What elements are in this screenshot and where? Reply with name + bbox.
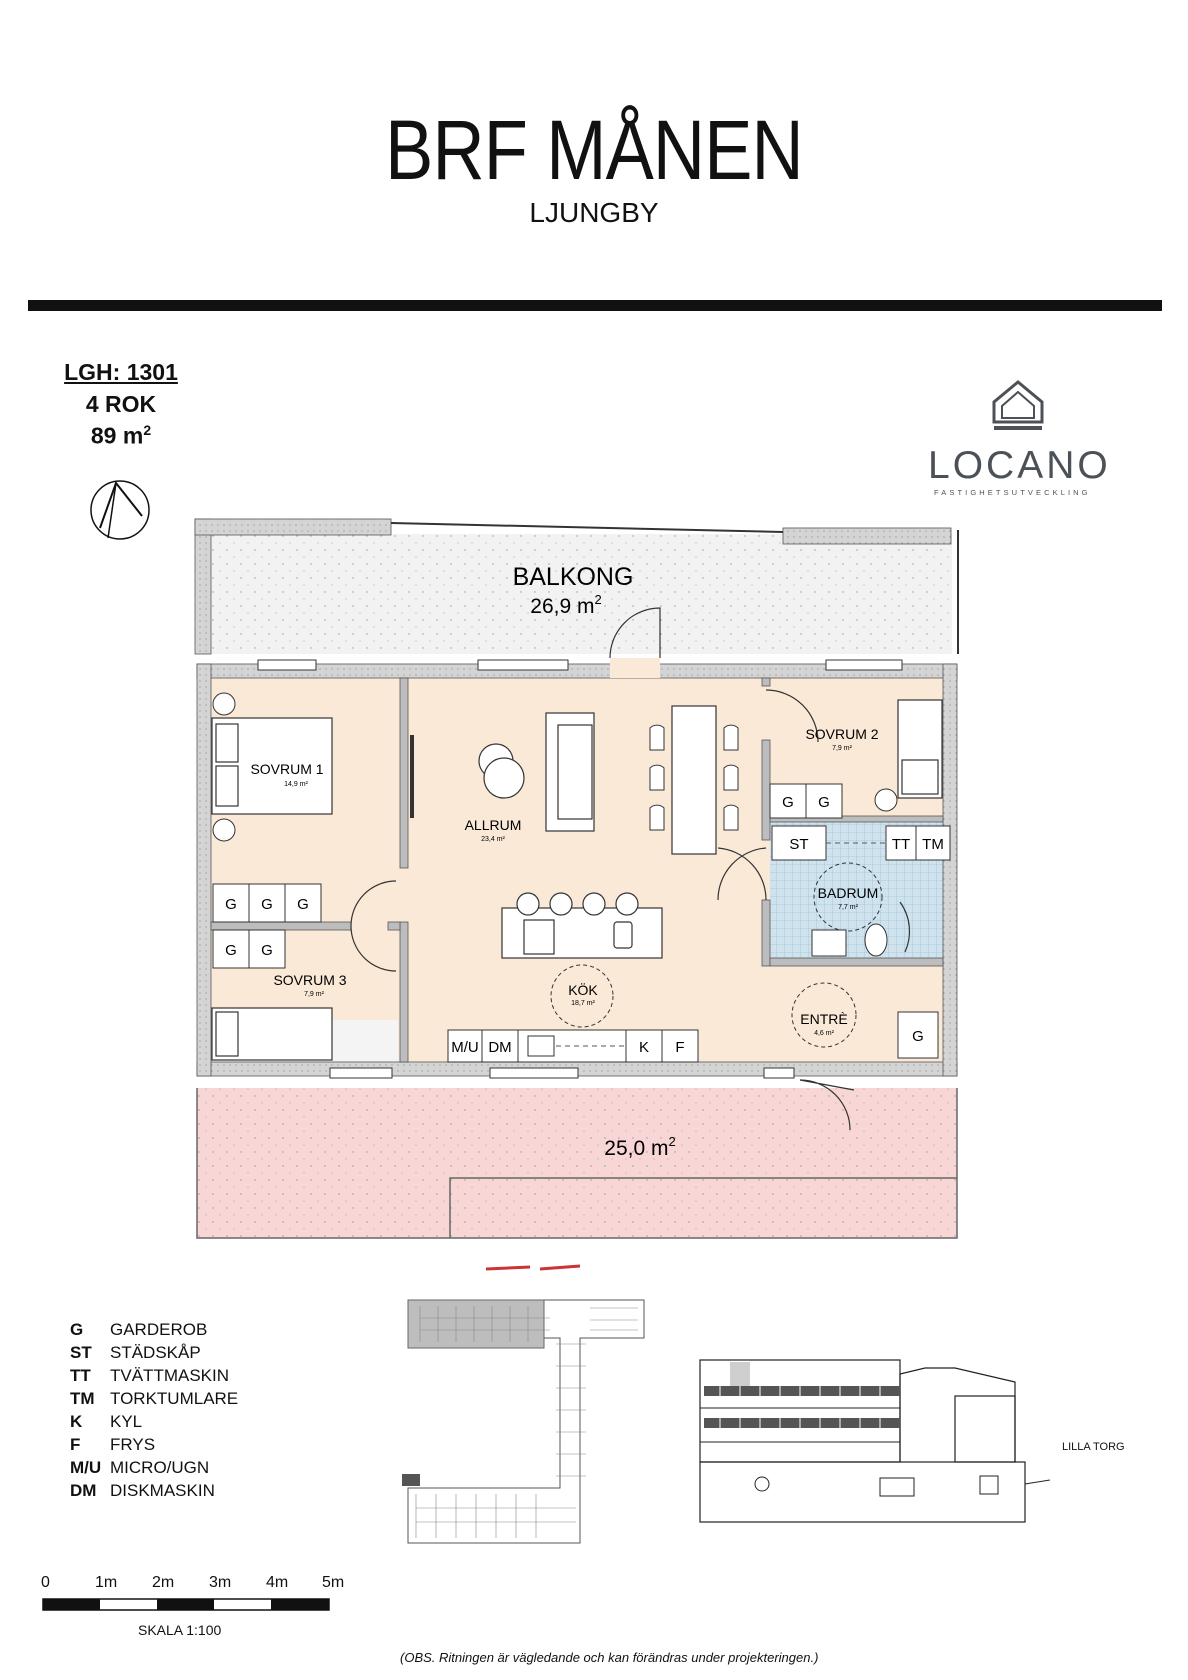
- room-area-badrum: 7,7 m²: [838, 904, 859, 911]
- scale-label: 2m: [152, 1574, 175, 1591]
- fixture-g: G: [225, 942, 237, 959]
- scale-label: 1m: [95, 1574, 118, 1591]
- room-area-sovrum-3: 7,9 m²: [304, 991, 325, 998]
- fixture-g: G: [261, 942, 273, 959]
- room-label-sovrum-3: SOVRUM 3: [273, 972, 346, 988]
- floor-plan: G G G G G G G G ST TT TM: [194, 518, 959, 1239]
- fixture-g: G: [297, 896, 309, 913]
- room-area-sovrum-1: 14,9 m²: [284, 781, 308, 788]
- apartment-rooms: 4 ROK: [85, 391, 157, 417]
- fixture-g: G: [818, 794, 830, 811]
- project-location: LJUNGBY: [529, 197, 659, 228]
- fixture-g: G: [261, 896, 273, 913]
- room-label-sovrum-1: SOVRUM 1: [250, 761, 323, 777]
- balcony-label: BALKONG: [513, 563, 634, 591]
- street-label: LILLA TORG: [1062, 1441, 1125, 1453]
- logo-tagline: FASTIGHETSUTVECKLING: [934, 488, 1091, 497]
- fixture-f: F: [675, 1039, 684, 1056]
- scale-label: 4m: [266, 1574, 289, 1591]
- room-area-kok: 18,7 m²: [571, 1000, 595, 1007]
- room-area-allrum: 23,4 m²: [481, 836, 505, 843]
- fixture-st: ST: [789, 836, 808, 853]
- fixture-tm: TM: [922, 836, 944, 853]
- logo-name: LOCANO: [928, 444, 1111, 487]
- fixture-g: G: [782, 794, 794, 811]
- room-label-entre: ENTRÈ: [800, 1011, 847, 1027]
- scale-label: 0: [41, 1574, 50, 1591]
- room-label-badrum: BADRUM: [818, 885, 879, 901]
- north-arrow-icon: [90, 480, 150, 540]
- fixture-dm: DM: [488, 1039, 511, 1056]
- fixture-k: K: [639, 1039, 649, 1056]
- fixture-mu: M/U: [451, 1039, 479, 1056]
- room-label-allrum: ALLRUM: [465, 817, 522, 833]
- disclaimer-note: (OBS. Ritningen är vägledande och kan fö…: [400, 1650, 819, 1665]
- room-label-kok: KÖK: [568, 981, 598, 998]
- scale-label: 3m: [209, 1574, 232, 1591]
- scale-title: SKALA 1:100: [138, 1622, 222, 1638]
- scale-bar: [42, 1598, 330, 1611]
- apartment-area: 89 m2: [90, 422, 152, 449]
- balcony-area-value: 26,9 m2: [530, 592, 601, 618]
- scale-label: 5m: [322, 1574, 345, 1591]
- project-title: BRF MÅNEN: [385, 103, 804, 197]
- header-rule: [28, 300, 1162, 311]
- apartment-id: LGH: 1301: [64, 359, 178, 385]
- site-plan: [402, 1264, 645, 1544]
- room-label-sovrum-2: SOVRUM 2: [805, 726, 878, 742]
- room-area-entre: 4,6 m²: [814, 1030, 835, 1037]
- fixture-g: G: [912, 1028, 924, 1045]
- terrace-area-value: 25,0 m2: [604, 1134, 675, 1160]
- room-area-sovrum-2: 7,9 m²: [832, 745, 853, 752]
- building-elevation: [699, 1359, 1050, 1523]
- locano-house-icon: [992, 380, 1044, 430]
- fixture-g: G: [225, 896, 237, 913]
- fixture-tt: TT: [892, 836, 910, 853]
